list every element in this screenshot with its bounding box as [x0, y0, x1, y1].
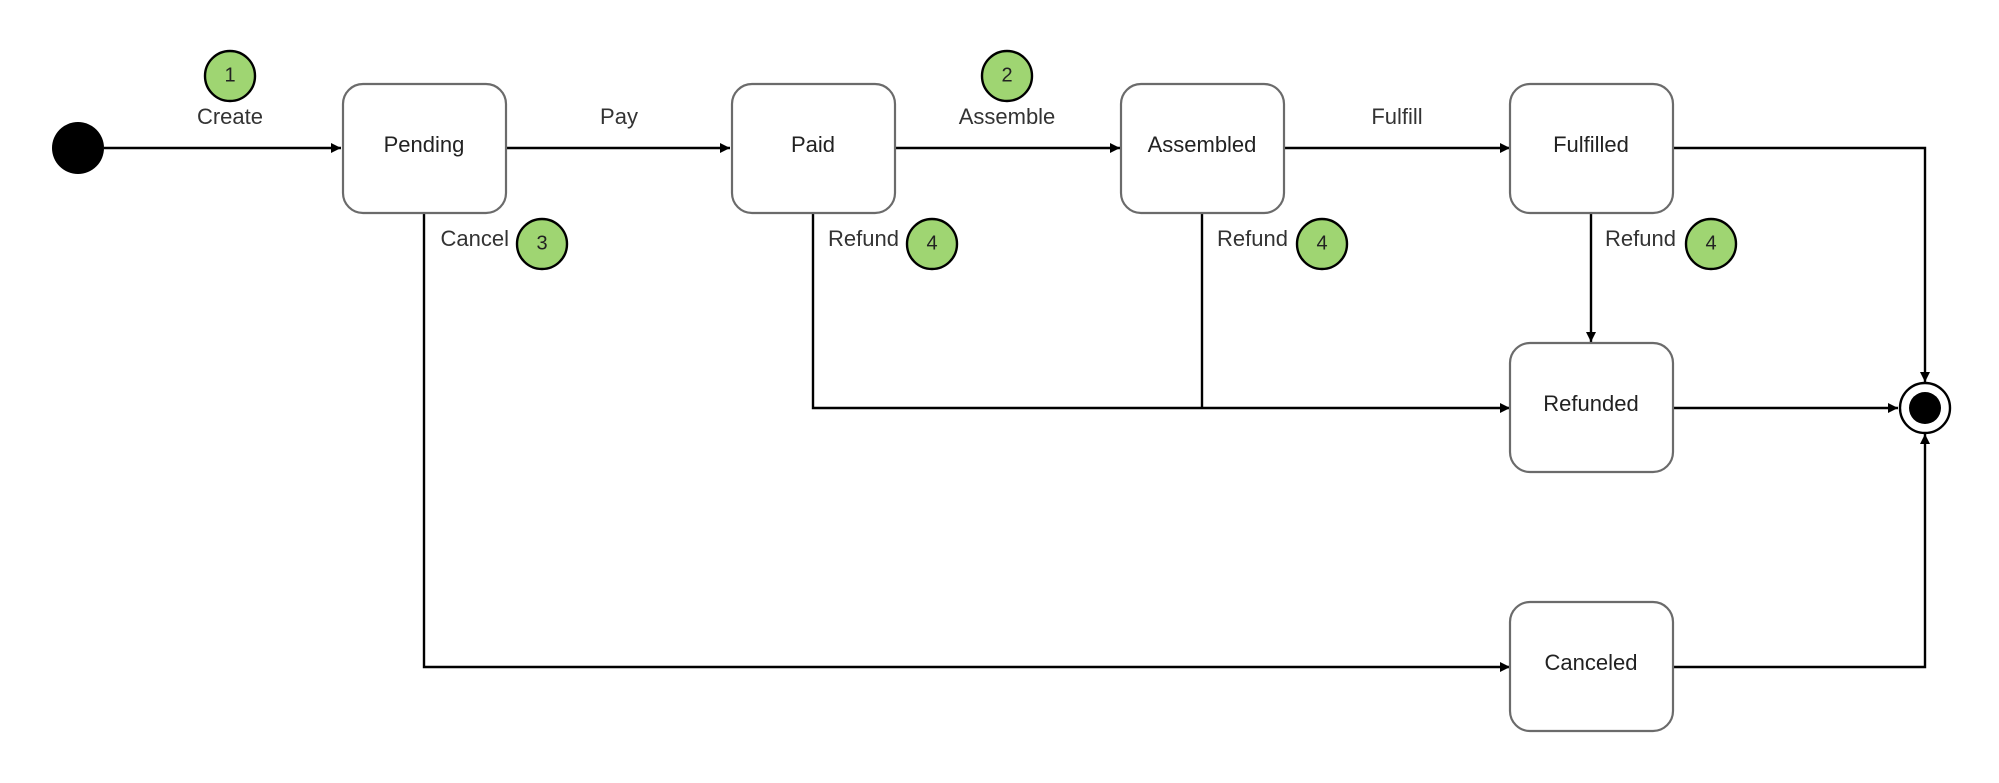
transition-label-create: Create	[197, 104, 263, 129]
edge-cancel	[422, 213, 1510, 672]
state-label-fulfilled: Fulfilled	[1553, 132, 1629, 157]
state-label-pending: Pending	[384, 132, 465, 157]
state-label-paid: Paid	[791, 132, 835, 157]
badge-refund-assembled: 4	[1295, 217, 1349, 271]
state-pending: Pending	[341, 82, 508, 215]
transition-label-assemble: Assemble	[959, 104, 1056, 129]
transition-label-fulfill: Fulfill	[1371, 104, 1422, 129]
badge-number: 2	[1001, 64, 1012, 86]
state-fulfilled: Fulfilled	[1508, 82, 1675, 215]
state-label-assembled: Assembled	[1148, 132, 1257, 157]
state-assembled: Assembled	[1119, 82, 1286, 215]
badge-number: 4	[1316, 232, 1327, 254]
badge-create: 1	[203, 49, 257, 103]
transition-label-cancel: Cancel	[441, 226, 509, 251]
edge-canceled-to-final	[1673, 434, 1930, 669]
state-refunded: Refunded	[1508, 341, 1675, 474]
transition-label-pay: Pay	[600, 104, 638, 129]
edge-refund-paid	[811, 213, 1510, 413]
badge-number: 1	[224, 64, 235, 86]
transition-label-refund-fulfilled: Refund	[1605, 226, 1676, 251]
state-paid: Paid	[730, 82, 897, 215]
badge-number: 3	[536, 232, 547, 254]
initial-state	[52, 122, 104, 174]
badge-refund-paid: 4	[905, 217, 959, 271]
badge-assemble: 2	[980, 49, 1034, 103]
final-state	[1898, 381, 1952, 435]
badge-number: 4	[926, 232, 937, 254]
state-canceled: Canceled	[1508, 600, 1675, 733]
state-label-canceled: Canceled	[1545, 650, 1638, 675]
transition-label-refund-paid: Refund	[828, 226, 899, 251]
badge-cancel: 3	[515, 217, 569, 271]
edge-fulfilled-to-final	[1673, 146, 1930, 382]
state-label-refunded: Refunded	[1543, 391, 1638, 416]
badge-refund-fulfilled: 4	[1684, 217, 1738, 271]
transition-label-refund-assembled: Refund	[1217, 226, 1288, 251]
badge-number: 4	[1705, 232, 1716, 254]
